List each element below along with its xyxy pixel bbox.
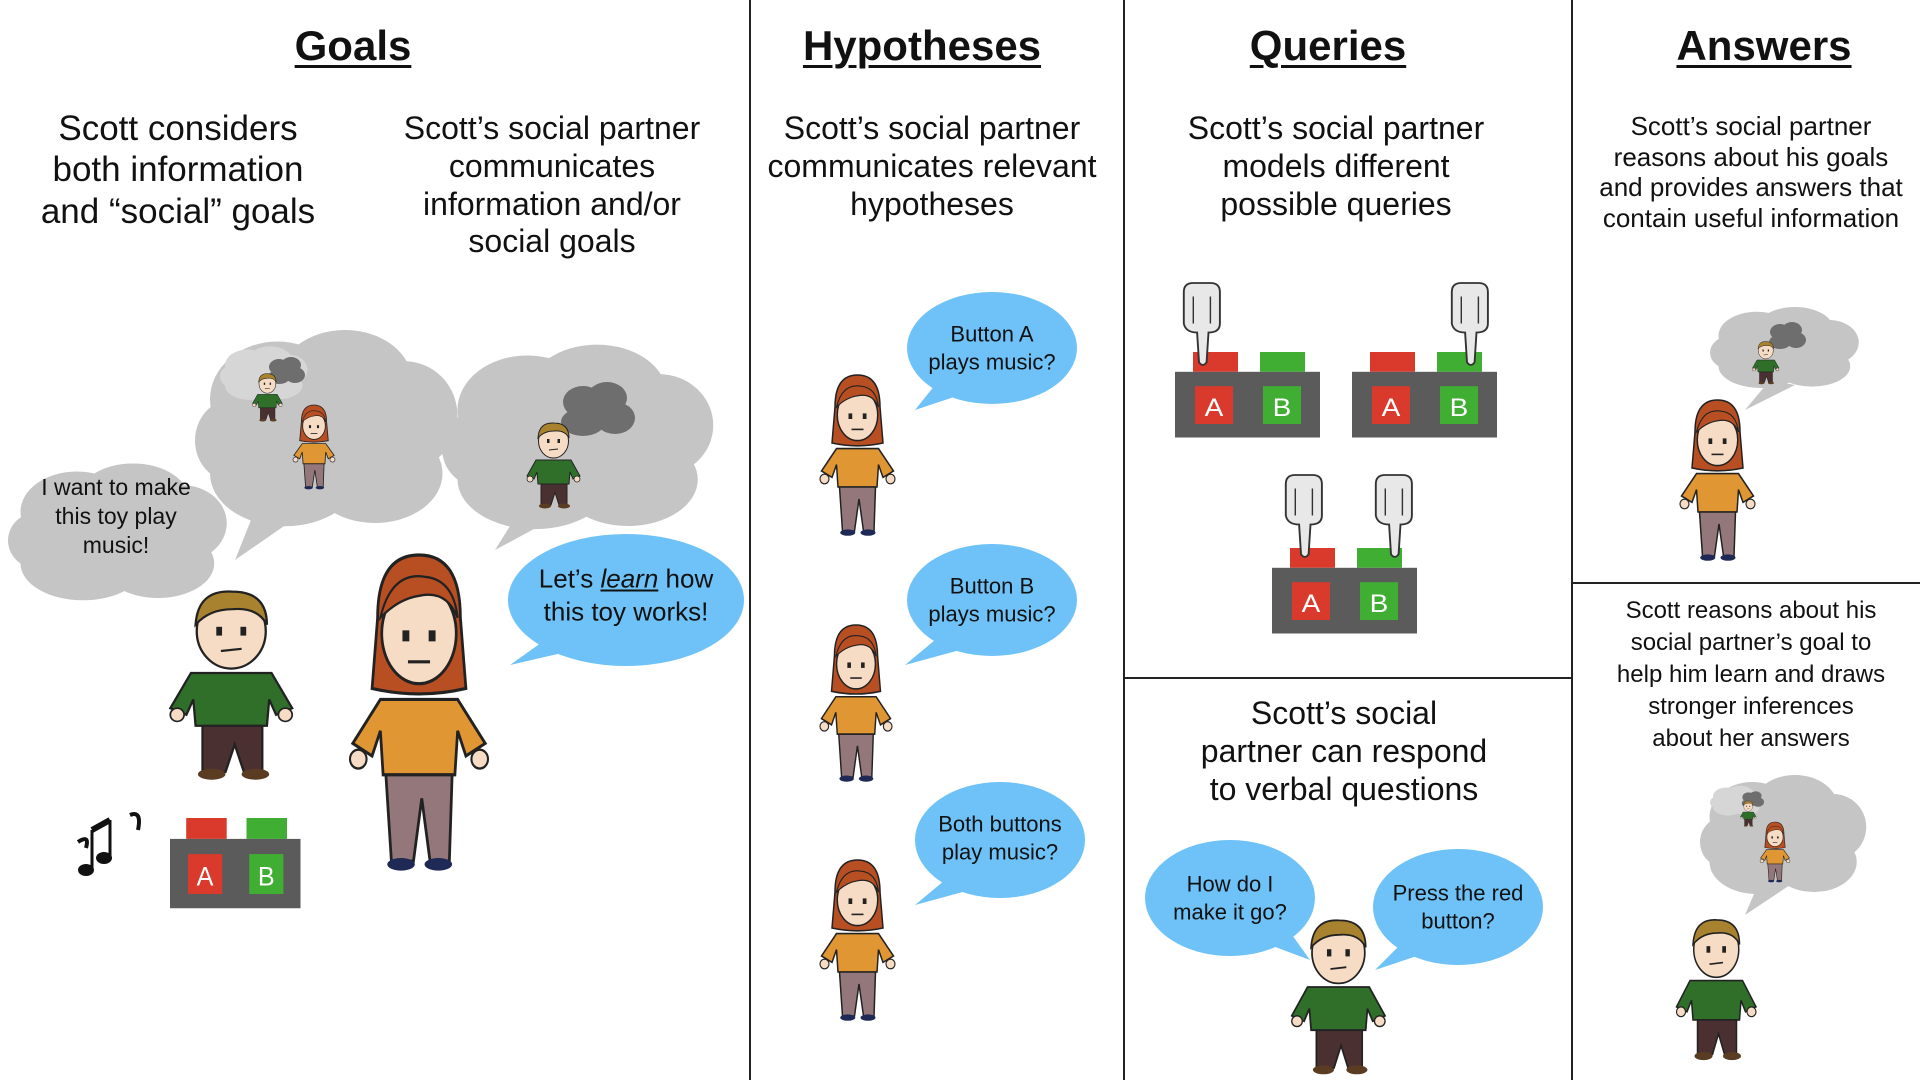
hypothesis-bubble-both: Both buttons play music?	[938, 811, 1062, 866]
scott-thought-text: I want to make this toy play music!	[41, 473, 191, 559]
scott-question-bubble: How do I make it go?	[1173, 871, 1287, 926]
hypothesis-bubble-b: Button B plays music?	[928, 573, 1055, 628]
desc-line: reasons about his goals	[1613, 141, 1889, 172]
scott-brain	[195, 329, 458, 560]
desc-line: Scott’s social partner	[403, 110, 701, 146]
desc-line: to verbal questions	[1209, 770, 1479, 807]
desc-line: possible queries	[1220, 185, 1452, 222]
bubble-line: play music?	[941, 839, 1059, 864]
desc-line: Scott considers	[58, 109, 298, 148]
speech-before: Let’s	[538, 563, 601, 594]
bubble-line: How do I	[1186, 871, 1274, 897]
answers-title: Answers	[1676, 22, 1852, 69]
bubble-line: Let’s learn how	[539, 563, 713, 596]
desc-line: partner can respond	[1200, 732, 1488, 769]
partner-speech-text: Let’s learn how this toy works!	[539, 563, 713, 628]
goals-title: Goals	[294, 22, 412, 69]
bubble-line: Press the red	[1392, 880, 1524, 906]
desc-line: and “social” goals	[40, 191, 316, 231]
desc-line: contain useful information	[1602, 203, 1900, 234]
bubble-line: I want to make	[41, 473, 191, 500]
speech-emphasis: learn	[600, 563, 659, 594]
hypotheses-description: Scott’s social partner communicates rele…	[767, 110, 1096, 223]
desc-line: Scott’s social partner	[783, 110, 1081, 146]
question-bubbles	[1145, 840, 1543, 970]
goals-partner-description: Scott’s social partner communicates info…	[404, 110, 700, 261]
partner-speech-bubble	[508, 534, 744, 666]
bubble-line: Button A	[950, 321, 1034, 347]
bubble-line: music!	[82, 531, 150, 558]
desc-line: stronger inferences	[1648, 692, 1854, 720]
desc-line: social goals	[468, 223, 636, 260]
queries-description: Scott’s social partner models different …	[1188, 110, 1484, 223]
desc-line: social partner’s goal to	[1630, 628, 1872, 656]
desc-line: hypotheses	[850, 185, 1014, 222]
bubble-line: Button B	[949, 573, 1035, 599]
desc-line: Scott’s social partner	[1187, 110, 1485, 146]
desc-line: models different	[1222, 147, 1450, 184]
desc-line: and provides answers that	[1599, 172, 1903, 203]
queries-verbal-description: Scott’s social partner can respond to ve…	[1201, 695, 1487, 808]
music-notes-icon	[76, 812, 141, 876]
hypothesis-bubble-a: Button A plays music?	[928, 321, 1055, 376]
bubble-line: this toy play	[55, 502, 177, 529]
desc-line: Scott’s social partner	[1630, 111, 1872, 141]
answers-description-2: Scott reasons about his social partner’s…	[1617, 595, 1885, 755]
answer-brain-2	[1700, 775, 1867, 915]
bubble-line: button?	[1421, 908, 1495, 933]
partner-brain	[442, 344, 714, 550]
hypotheses-title: Hypotheses	[802, 22, 1042, 69]
speech-after: how	[658, 563, 714, 594]
bubble-line: Both buttons	[938, 811, 1062, 837]
scott-thought-cloud	[8, 463, 227, 601]
bubble-line: make it go?	[1173, 899, 1287, 924]
desc-line: communicates relevant	[767, 147, 1097, 184]
hypothesis-bubbles	[905, 292, 1085, 905]
answers-description: Scott’s social partner reasons about his…	[1599, 111, 1903, 234]
desc-line: about her answers	[1652, 724, 1850, 752]
desc-line: help him learn and draws	[1616, 660, 1886, 688]
alt-question-bubble: Press the red button?	[1393, 880, 1524, 935]
desc-line: communicates	[448, 147, 656, 184]
desc-line: information and/or	[423, 185, 681, 222]
bubble-line: plays music?	[928, 601, 1056, 626]
queries-title: Queries	[1249, 22, 1407, 69]
bubble-line: this toy works!	[543, 596, 709, 626]
answer-brain-1	[1710, 307, 1859, 410]
desc-line: Scott’s social	[1250, 695, 1438, 731]
desc-line: Scott reasons about his	[1625, 597, 1877, 624]
bubble-line: plays music?	[928, 349, 1056, 374]
desc-line: both information	[52, 150, 304, 190]
column-dividers	[749, 0, 1920, 1080]
goals-scott-description: Scott considers both information and “so…	[41, 108, 315, 232]
